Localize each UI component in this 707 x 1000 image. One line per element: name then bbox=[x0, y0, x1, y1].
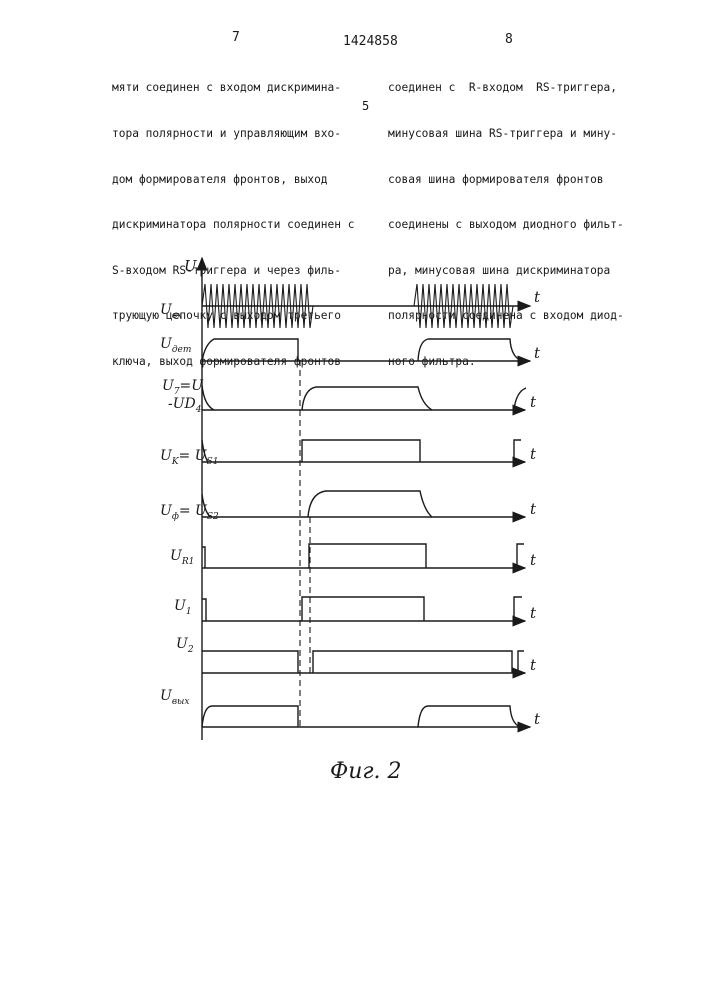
waveform-ur1 bbox=[202, 544, 524, 568]
axis-label-t: t bbox=[530, 445, 537, 463]
waveform-u1 bbox=[202, 597, 522, 621]
signal-label-ur1: UR1 bbox=[170, 548, 194, 567]
signal-label-u2: U2 bbox=[176, 636, 194, 655]
axis-label-t: t bbox=[530, 551, 537, 569]
waveform-vyx bbox=[202, 706, 520, 727]
waveform-det bbox=[202, 339, 522, 361]
waveform-uk bbox=[202, 440, 521, 462]
signal-label-vx: Uвх bbox=[160, 302, 182, 321]
axis-label-t: t bbox=[530, 500, 537, 518]
signal-label-uf: Uф= US2 bbox=[160, 503, 219, 522]
signal-label-vyx: Uвых bbox=[160, 688, 189, 707]
signal-label-u7: U7=U bbox=[162, 378, 204, 397]
waveform-u2 bbox=[202, 651, 524, 673]
signal-label-det: Uдет bbox=[160, 336, 191, 355]
signal-label-u7-line2: -UD4 bbox=[168, 396, 202, 415]
figure-caption: Фиг. 2 bbox=[330, 759, 402, 784]
axis-label-t: t bbox=[530, 656, 537, 674]
waveform-u7 bbox=[202, 385, 526, 410]
signal-label-uk: UK= US1 bbox=[160, 448, 218, 467]
waveform-uf bbox=[202, 491, 432, 517]
axis-label-t: t bbox=[530, 393, 537, 411]
axis-label-t: t bbox=[530, 604, 537, 622]
axis-label-t: t bbox=[534, 710, 541, 728]
axis-label-t: t bbox=[534, 344, 541, 362]
waveform-vx-burst-1 bbox=[202, 284, 313, 328]
signal-label-u1: U1 bbox=[174, 598, 192, 617]
axis-label-t: t bbox=[534, 288, 541, 306]
axis-label-u: U bbox=[184, 257, 198, 275]
